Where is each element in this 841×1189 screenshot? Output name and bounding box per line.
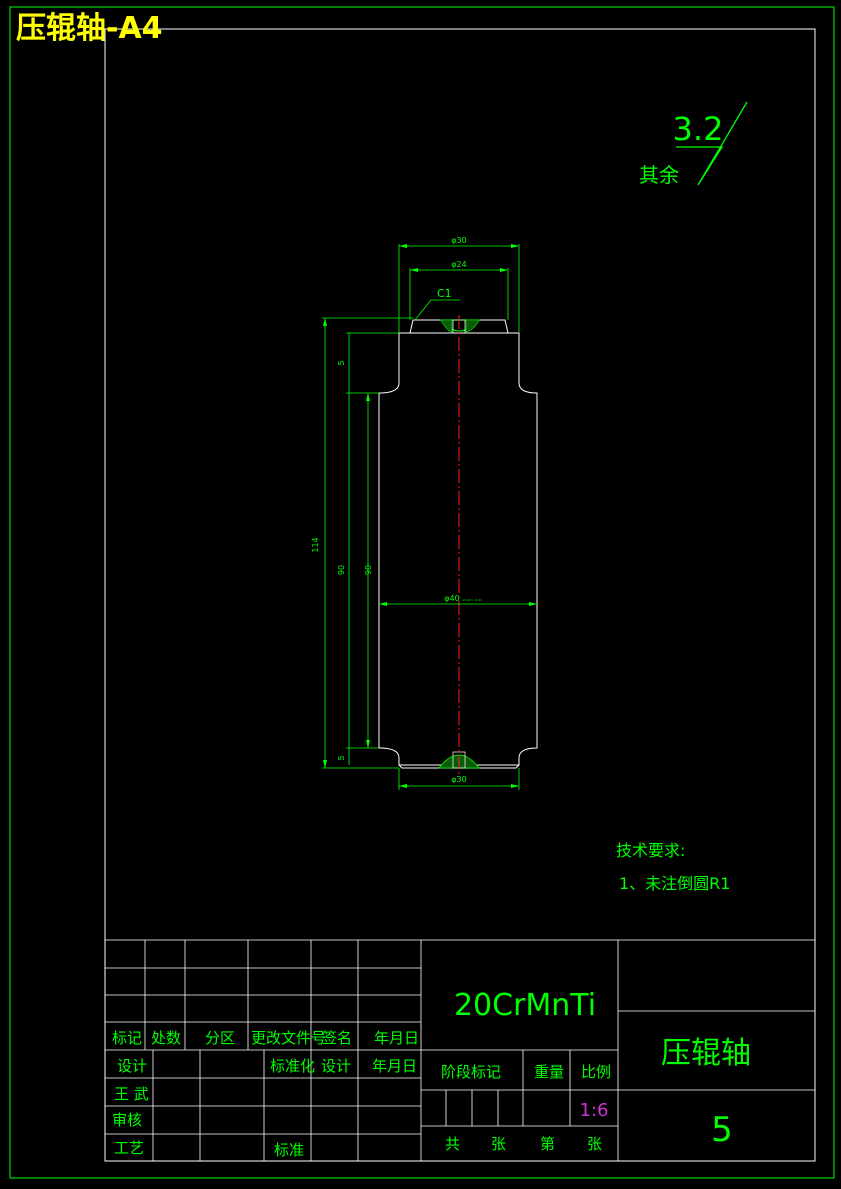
tb-material: 20CrMnTi (454, 988, 596, 1023)
tb-row-review: 审核 (112, 1111, 142, 1129)
roughness-prefix: 其余 (639, 163, 679, 187)
surface-roughness-symbol: 3.2 其余 (639, 101, 748, 187)
tb-header-doc-no: 更改文件号 (251, 1029, 326, 1047)
tb-drawing-number: 5 (711, 1110, 733, 1150)
roughness-value: 3.2 (673, 110, 724, 148)
tech-requirements-heading: 技术要求: (616, 841, 685, 860)
tb-row-approve: 标准 (274, 1141, 304, 1159)
tb-header-zone: 分区 (205, 1029, 235, 1047)
tb-header-count: 处数 (151, 1029, 181, 1047)
shaft-view (378, 315, 538, 775)
tb-row-process: 工艺 (114, 1139, 144, 1157)
dim-top-inner-dia: φ24 (451, 260, 466, 269)
tb-sheet-total: 共 (445, 1135, 460, 1153)
outer-border (9, 6, 835, 1179)
tb-scale-label: 比例 (581, 1063, 611, 1081)
top-center-hole (439, 319, 481, 334)
dimension-arrows (323, 244, 537, 788)
tb-header-date: 年月日 (374, 1029, 419, 1047)
dim-chamfer: C1 (437, 287, 452, 300)
tb-part-name: 压辊轴 (661, 1036, 751, 1071)
dim-total-length: 114 (311, 537, 320, 552)
tb-sheet-unit1: 张 (491, 1135, 506, 1153)
dim-shoulder-top: 5 (337, 360, 346, 365)
dim-top-outer-dia: φ30 (451, 236, 466, 245)
dim-bottom-dia: φ30 (451, 775, 466, 784)
tb-row-date2: 年月日 (372, 1057, 417, 1075)
title-block (105, 939, 815, 1161)
overlay-title: 压辊轴-A4 (16, 11, 163, 46)
dim-mid-length-b: 90 (364, 565, 373, 575)
tb-scale: 1:6 (580, 1100, 609, 1121)
tb-stage-mark: 阶段标记 (441, 1063, 501, 1081)
tb-header-sign: 签名 (322, 1029, 352, 1047)
title-block-text: 标记 处数 分区 更改文件号 签名 年月日 设计 标准化 设计 年月日 王 武 … (112, 988, 751, 1159)
tb-row-design: 设计 (117, 1057, 147, 1075)
dim-mid-length-a: 90 (337, 565, 346, 575)
tech-requirements-item-1: 1、未注倒圆R1 (619, 874, 730, 893)
tb-weight: 重量 (534, 1063, 564, 1081)
dimension-lines (322, 244, 537, 790)
tb-row-design2: 设计 (321, 1057, 351, 1075)
tb-designer-name: 王 武 (114, 1085, 149, 1103)
inner-frame (104, 28, 816, 1162)
dim-body-tolerance: +0.02 / -0.01 (462, 598, 482, 602)
tb-sheet-unit2: 张 (587, 1135, 602, 1153)
tb-header-mark: 标记 (112, 1029, 142, 1047)
dim-shoulder-bottom: 5 (337, 755, 346, 760)
dim-body-dia: φ40 (444, 594, 459, 603)
tb-row-standardize: 标准化 (270, 1057, 315, 1075)
tb-sheet-no: 第 (540, 1135, 555, 1153)
